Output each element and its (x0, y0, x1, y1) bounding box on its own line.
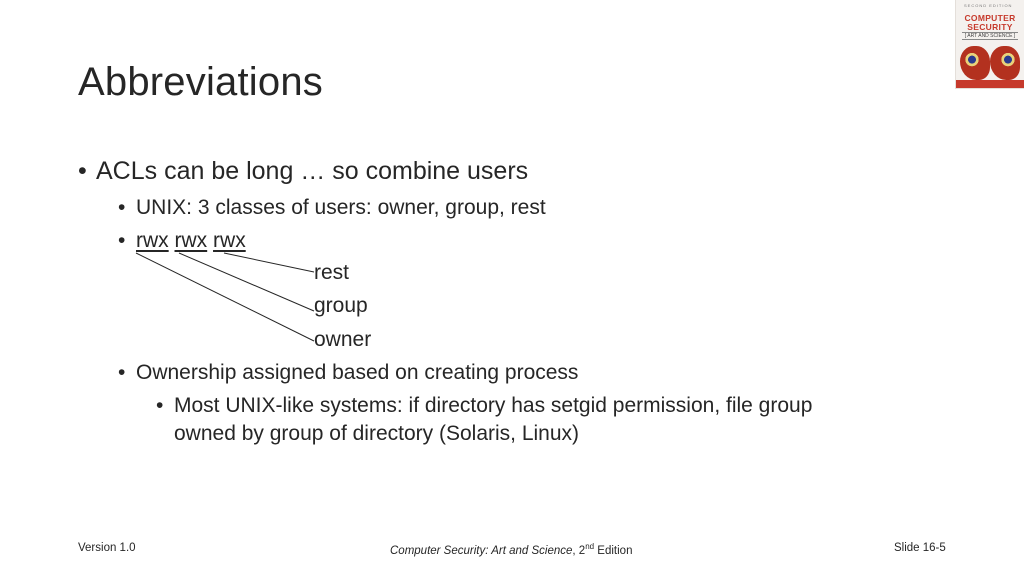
footer-book-reference: Computer Security: Art and Science, 2nd … (390, 542, 633, 557)
bullet-unix-classes-text: UNIX: 3 classes of users: owner, group, … (136, 196, 546, 219)
bullet-acls-text: ACLs can be long … so combine users (96, 157, 529, 185)
slide-title: Abbreviations (78, 60, 323, 104)
rwx-group: rwx (174, 229, 208, 252)
label-group: group (314, 294, 368, 317)
bullet-setgid-continuation: owned by group of directory (Solaris, Li… (174, 422, 579, 446)
footer-book-title: Computer Security: Art and Science (390, 544, 573, 557)
bullet-ownership: • Ownership assigned based on creating pr… (118, 361, 578, 385)
bullet-dot: • (118, 361, 126, 384)
connector-rest (223, 252, 315, 273)
footer-slide-number: Slide 16-5 (894, 542, 946, 554)
bullet-dot: • (118, 196, 126, 219)
footer-version: Version 1.0 (78, 542, 136, 554)
book-title-line2: SECURITY (967, 22, 1013, 32)
bullet-rwx: • rwx rwx rwx (118, 229, 246, 253)
footer-edition-word: Edition (597, 544, 633, 557)
book-edition-text: SECOND EDITION (964, 3, 1013, 8)
bullet-ownership-text: Ownership assigned based on creating pro… (136, 361, 579, 384)
butterfly-wing-left (960, 46, 990, 80)
label-rest: rest (314, 261, 350, 284)
book-title-line1: COMPUTER (964, 13, 1016, 23)
bullet-acls: • ACLs can be long … so combine users (78, 157, 528, 186)
bullet-dot: • (78, 157, 87, 185)
connector-group (178, 252, 315, 312)
label-owner: owner (314, 328, 372, 351)
bullet-dot: • (156, 394, 164, 417)
bullet-setgid-line2: owned by group of directory (Solaris, Li… (174, 422, 580, 445)
book-cover-band (956, 80, 1024, 88)
rwx-owner: rwx (136, 229, 169, 252)
footer-edition-sup: nd (585, 542, 595, 551)
book-subtitle: [ ART AND SCIENCE ] (962, 32, 1018, 40)
bullet-setgid-line1: Most UNIX-like systems: if directory has… (174, 394, 813, 417)
butterfly-wing-right (990, 46, 1020, 80)
connector-owner (135, 252, 315, 342)
bullet-dot: • (118, 229, 126, 252)
bullet-unix-classes: • UNIX: 3 classes of users: owner, group,… (118, 196, 546, 220)
bullet-setgid: • Most UNIX-like systems: if directory ha… (156, 394, 812, 418)
rwx-rest: rwx (213, 229, 246, 252)
book-cover-thumbnail: SECOND EDITION COMPUTER SECURITY [ ART A… (956, 0, 1024, 88)
footer-edition-num: 2 (578, 544, 586, 557)
